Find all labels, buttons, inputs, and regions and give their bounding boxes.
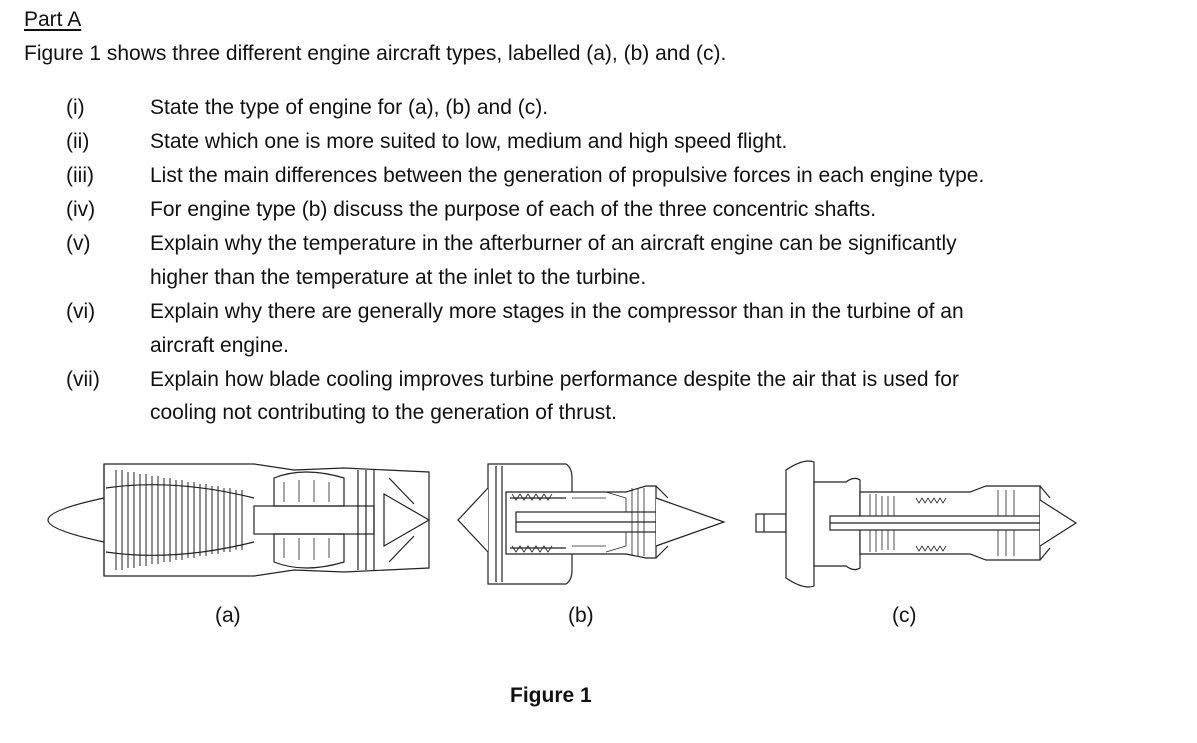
part-heading: Part A	[24, 8, 82, 31]
question-text: Explain why there are generally more sta…	[150, 300, 964, 323]
engine-diagram-c	[750, 456, 1080, 592]
question-number: (i)	[66, 96, 85, 119]
question-text: Explain why the temperature in the after…	[150, 232, 957, 255]
question-number: (vi)	[66, 300, 96, 323]
question-text: For engine type (b) discuss the purpose …	[150, 198, 877, 221]
question-number: (vii)	[66, 368, 100, 391]
figure-label-a: (a)	[215, 604, 241, 627]
question-number: (ii)	[66, 130, 90, 153]
question-text: List the main differences between the ge…	[150, 164, 985, 187]
question-text: aircraft engine.	[150, 334, 289, 357]
engine-diagram-a	[44, 458, 434, 582]
engine-diagram-b	[456, 458, 728, 590]
question-text: Explain how blade cooling improves turbi…	[150, 368, 959, 391]
figure-label-b: (b)	[568, 604, 594, 627]
question-text: higher than the temperature at the inlet…	[150, 266, 647, 289]
question-number: (iv)	[66, 198, 96, 221]
question-text: State which one is more suited to low, m…	[150, 130, 788, 153]
question-number: (iii)	[66, 164, 94, 187]
question-text: cooling not contributing to the generati…	[150, 401, 617, 424]
intro-text: Figure 1 shows three different engine ai…	[24, 42, 727, 65]
question-text: State the type of engine for (a), (b) an…	[150, 96, 549, 119]
figure-label-c: (c)	[892, 604, 917, 627]
question-number: (v)	[66, 232, 91, 255]
figure-caption: Figure 1	[510, 684, 592, 707]
